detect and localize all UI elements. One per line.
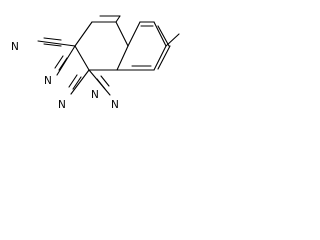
nitrile-label-lower-left: N [58,99,66,111]
nitrile-label-left: N [11,41,19,53]
nitrile-label-mid: N [44,75,52,87]
bond-lines [37,15,180,96]
nitrile-label-top: N [91,89,99,101]
atom-labels: N N N N N [11,41,119,111]
chemical-structure: N N N N N [11,15,180,111]
nitrile-label-lower-right: N [111,99,119,111]
